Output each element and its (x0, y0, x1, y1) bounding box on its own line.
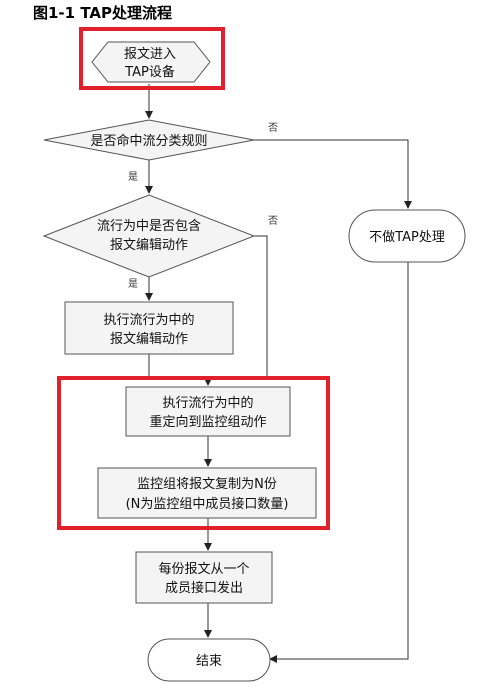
process-edit-text-line1: 执行流行为中的 (103, 312, 194, 328)
no-tap-node (348, 209, 466, 263)
end-node (147, 638, 271, 682)
decision-has-edit-text-line1: 流行为中是否包含 (97, 218, 201, 234)
start-node (91, 41, 211, 83)
start-text-line1: 报文进入 (124, 47, 176, 62)
start-text-line2: TAP设备 (124, 64, 175, 80)
decision-hit-rule (43, 119, 255, 161)
process-redirect-box (125, 386, 291, 437)
edge-d1-no (254, 139, 412, 209)
label-no-2: 否 (268, 215, 278, 227)
process-redirect-text-line2: 重定向到监控组动作 (149, 414, 266, 430)
highlight-start-frame (79, 27, 225, 90)
decision-has-edit-text-line2: 报文编辑动作 (110, 238, 188, 253)
edge-d2-no (254, 235, 268, 376)
process-send-box (135, 551, 273, 604)
label-no-1: 否 (268, 122, 278, 134)
process-edit-box (64, 301, 234, 355)
process-send-text-line1: 每份报文从一个 (158, 561, 249, 577)
label-yes-1: 是 (128, 171, 138, 183)
label-yes-2: 是 (128, 278, 138, 290)
highlight-tap-frame (57, 376, 330, 530)
figure-title: 图1-1 TAP处理流程 (33, 4, 172, 22)
edge-notap-to-end (269, 262, 409, 663)
no-tap-text: 不做TAP处理 (369, 230, 445, 245)
process-redirect-text-line1: 执行流行为中的 (162, 395, 253, 411)
process-copy-box (97, 467, 317, 519)
decision-hit-rule-text: 是否命中流分类规则 (90, 133, 207, 149)
process-edit-text-line2: 报文编辑动作 (110, 332, 188, 347)
process-copy-text-line1: 监控组将报文复制为N份 (137, 477, 277, 492)
process-copy-text-line2: (N为监控组中成员接口数量) (126, 496, 289, 512)
decision-has-edit (42, 194, 256, 278)
process-send-text-line2: 成员接口发出 (165, 580, 243, 596)
end-text: 结束 (196, 654, 222, 669)
